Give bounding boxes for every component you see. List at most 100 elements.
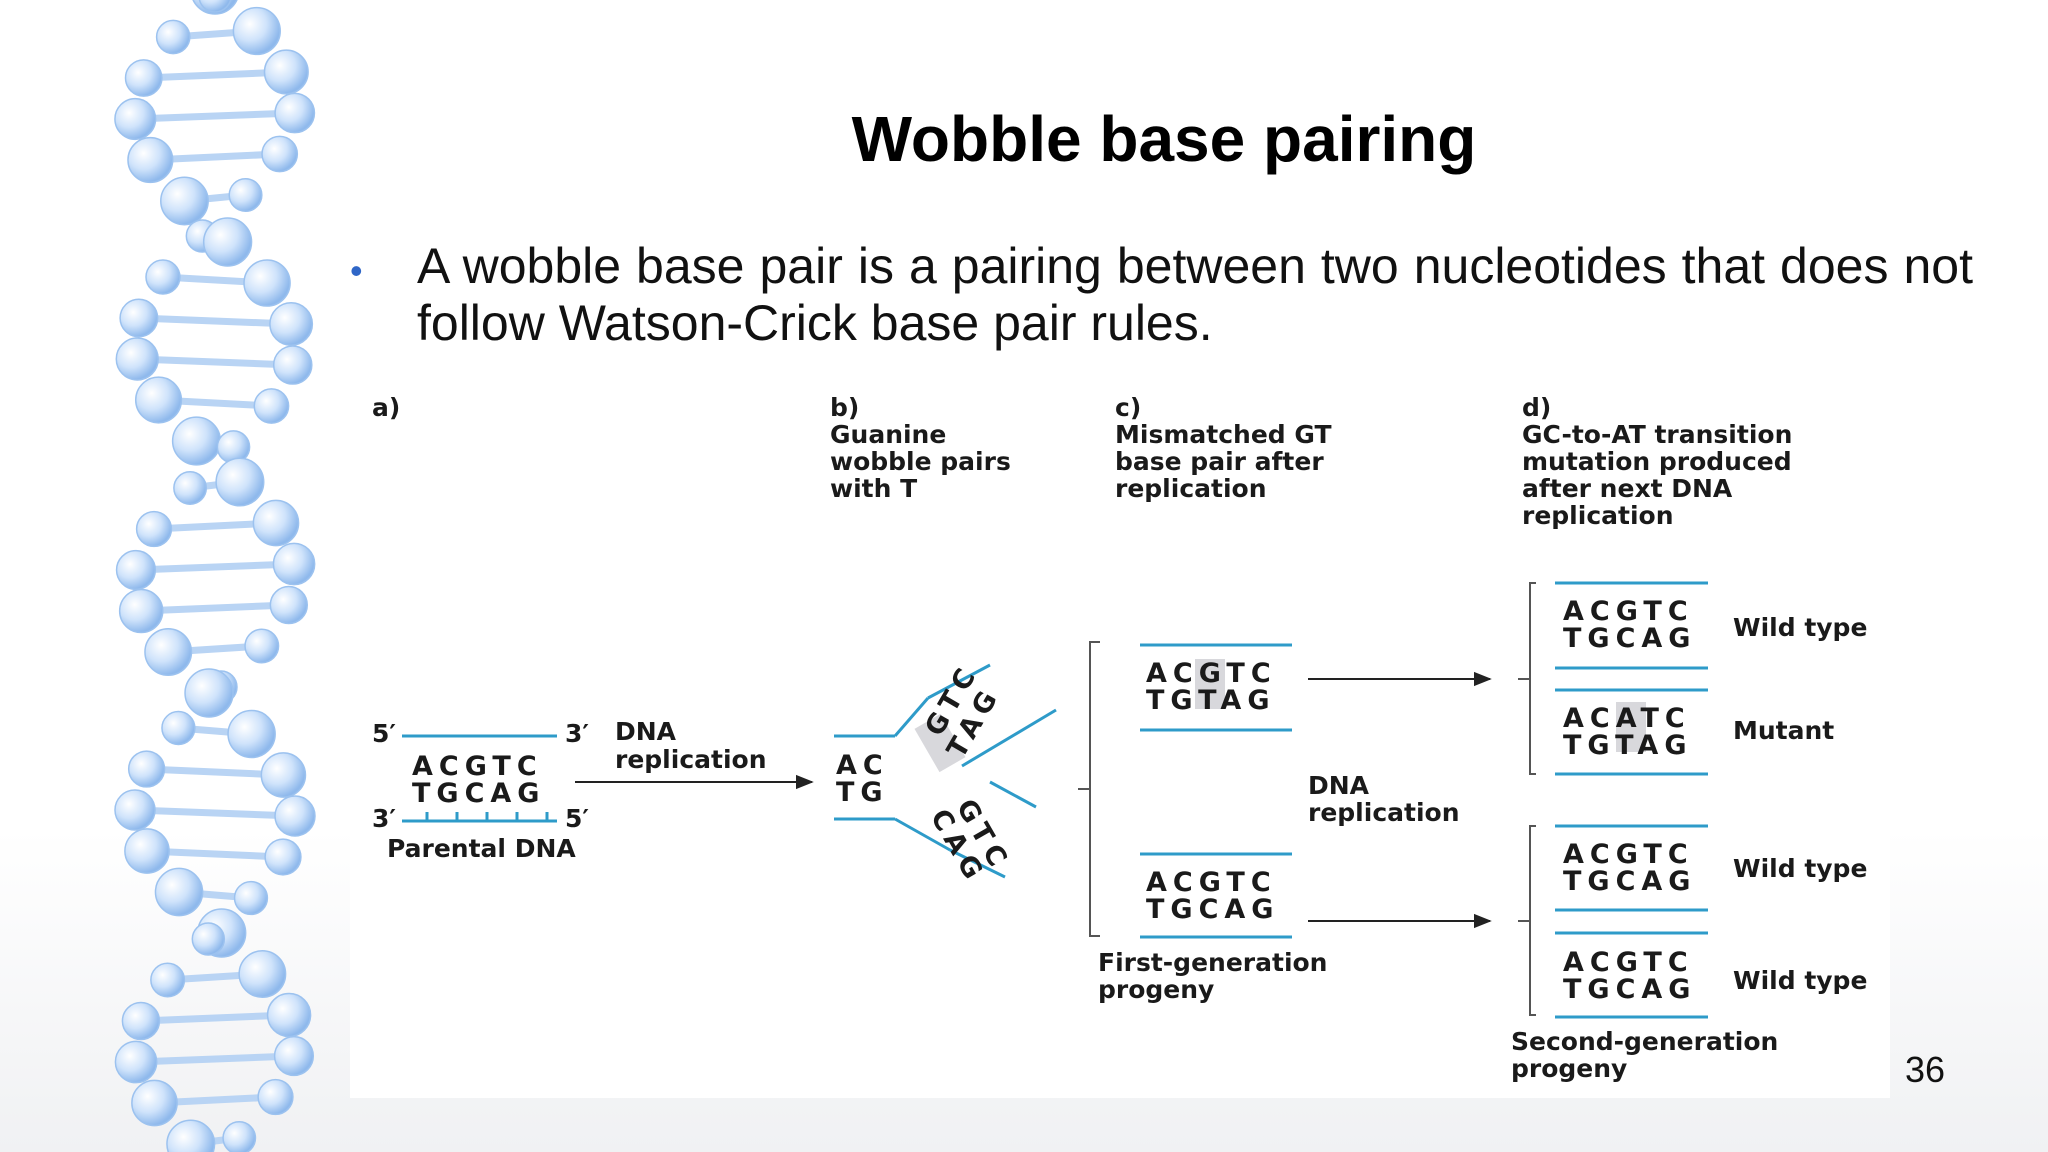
bullet-text: A wobble base pair is a pairing between …: [417, 238, 1973, 351]
panel-b-replication-fork: [834, 663, 1057, 879]
helix-sphere: [253, 388, 290, 424]
slide-title: Wobble base pairing: [851, 103, 1477, 175]
panel-c-lower-duplex: ACGTC TGCAG: [1140, 852, 1292, 939]
panel-c-upper-bottom: TGTAG: [1146, 685, 1275, 716]
helix-sphere: [121, 1001, 161, 1041]
panel-d-heading-3: after next DNA: [1522, 474, 1733, 503]
panel-b-tag: b): [830, 393, 859, 422]
helix-sphere: [114, 789, 156, 831]
helix-sphere: [154, 867, 204, 917]
helix-sphere: [202, 217, 253, 267]
panel-c-upper-duplex: ACGTC TGTAG: [1140, 643, 1292, 732]
helix-sphere: [145, 259, 181, 295]
helix-sphere: [171, 416, 222, 466]
panel-b-fork-bottom: TG: [836, 777, 889, 808]
helix-rung: [132, 560, 298, 574]
panel-a-bottom-strand: [402, 812, 557, 823]
panel-a-5prime-top: 5′: [372, 719, 396, 748]
helix-sphere: [184, 668, 234, 718]
panel-d-row4-bottom: TGCAG: [1563, 974, 1696, 1005]
panel-c-lower-bottom: TGCAG: [1146, 894, 1279, 925]
helix-sphere: [161, 710, 196, 746]
helix-sphere: [269, 585, 309, 625]
helix-sphere: [160, 176, 209, 226]
helix-sphere: [269, 302, 314, 346]
helix-sphere: [264, 838, 302, 876]
helix-sphere: [274, 92, 316, 134]
panel-d-row2-top: ACATC: [1563, 703, 1691, 734]
helix-sphere: [115, 549, 157, 591]
helix-sphere: [233, 880, 269, 916]
helix-sphere: [114, 97, 157, 141]
wobble-diagram: a) 5′ 3′ ACGTC TGCAG 3′ 5′ Parental DNA …: [350, 380, 1890, 1098]
helix-sphere: [118, 588, 164, 634]
panel-b-heading-3: with T: [830, 474, 917, 503]
panel-c-lower-top: ACGTC: [1146, 867, 1277, 898]
helix-sphere: [144, 628, 193, 676]
helix-rung: [135, 314, 295, 328]
page-number: 36: [1905, 1049, 1946, 1090]
panel-d-row2-label: Mutant: [1733, 716, 1834, 745]
helix-sphere: [150, 962, 186, 998]
panel-b-fork-top: AC: [836, 750, 889, 781]
helix-sphere: [243, 259, 291, 307]
panel-d-bracket-lower: [1518, 825, 1536, 1016]
panel-b-mismatch-highlight: [914, 713, 966, 773]
panel-d-heading-1: GC-to-AT transition: [1522, 420, 1792, 449]
panel-d-row3-label: Wild type: [1733, 854, 1867, 883]
panel-d-heading-4: replication: [1522, 501, 1674, 530]
panel-d-row3-bottom: TGCAG: [1563, 866, 1696, 897]
panel-d-caption-2: progeny: [1511, 1054, 1627, 1083]
panel-a-caption: Parental DNA: [387, 834, 576, 863]
panel-c-heading-2: base pair after: [1115, 447, 1324, 476]
helix-sphere: [198, 0, 232, 13]
bullet-icon: •: [350, 250, 363, 291]
panel-c-replication-label-1: DNA: [1308, 771, 1370, 800]
helix-sphere: [244, 628, 280, 664]
panel-d-bracket-upper: [1518, 582, 1536, 775]
panel-d-tag: d): [1522, 393, 1551, 422]
helix-sphere: [238, 950, 287, 998]
panel-d-caption-1: Second-generation: [1511, 1027, 1778, 1056]
helix-sphere: [263, 49, 309, 95]
panel-d-row1-bottom: TGCAG: [1563, 623, 1696, 654]
panel-a-3prime-top: 3′: [565, 719, 589, 748]
panel-a-top-sequence: ACGTC: [412, 751, 543, 782]
helix-rung: [131, 109, 299, 123]
panel-d-strands: [1555, 581, 1708, 1019]
helix-sphere: [215, 457, 265, 507]
helix-sphere: [252, 499, 300, 547]
helix-rung: [133, 355, 297, 369]
panel-b-heading-2: wobble pairs: [830, 447, 1011, 476]
helix-sphere: [127, 136, 174, 184]
helix-sphere: [134, 376, 183, 424]
helix-rung: [131, 806, 299, 820]
helix-sphere: [260, 752, 307, 798]
panel-c-heading-1: Mismatched GT: [1115, 420, 1332, 449]
helix-rung: [137, 1011, 293, 1025]
helix-sphere: [222, 1121, 257, 1152]
panel-c-heading-3: replication: [1115, 474, 1267, 503]
helix-rung: [140, 68, 290, 82]
helix-sphere: [124, 59, 163, 97]
helix-sphere: [191, 922, 226, 956]
panel-a-bottom-sequence: TGCAG: [412, 778, 545, 809]
panel-a-arrow-label-1: DNA: [615, 717, 677, 746]
panel-d-heading-2: mutation produced: [1522, 447, 1792, 476]
helix-sphere: [135, 510, 173, 548]
helix-sphere: [266, 992, 312, 1038]
panel-d-row1-label: Wild type: [1733, 613, 1867, 642]
helix-sphere: [131, 1079, 178, 1127]
panel-a-3prime-bottom: 3′: [372, 804, 396, 833]
helix-sphere: [261, 135, 299, 173]
panel-d-row2-bottom: TGTAG: [1563, 730, 1692, 761]
helix-sphere: [114, 1040, 158, 1084]
panel-d-row4-label: Wild type: [1733, 966, 1867, 995]
panel-a-5prime-bottom: 5′: [565, 804, 589, 833]
helix-sphere: [273, 1035, 315, 1077]
helix-sphere: [274, 795, 316, 837]
helix-sphere: [227, 709, 276, 759]
panel-c-bracket: [1078, 641, 1100, 937]
helix-sphere: [119, 298, 159, 338]
helix-sphere: [115, 337, 159, 381]
